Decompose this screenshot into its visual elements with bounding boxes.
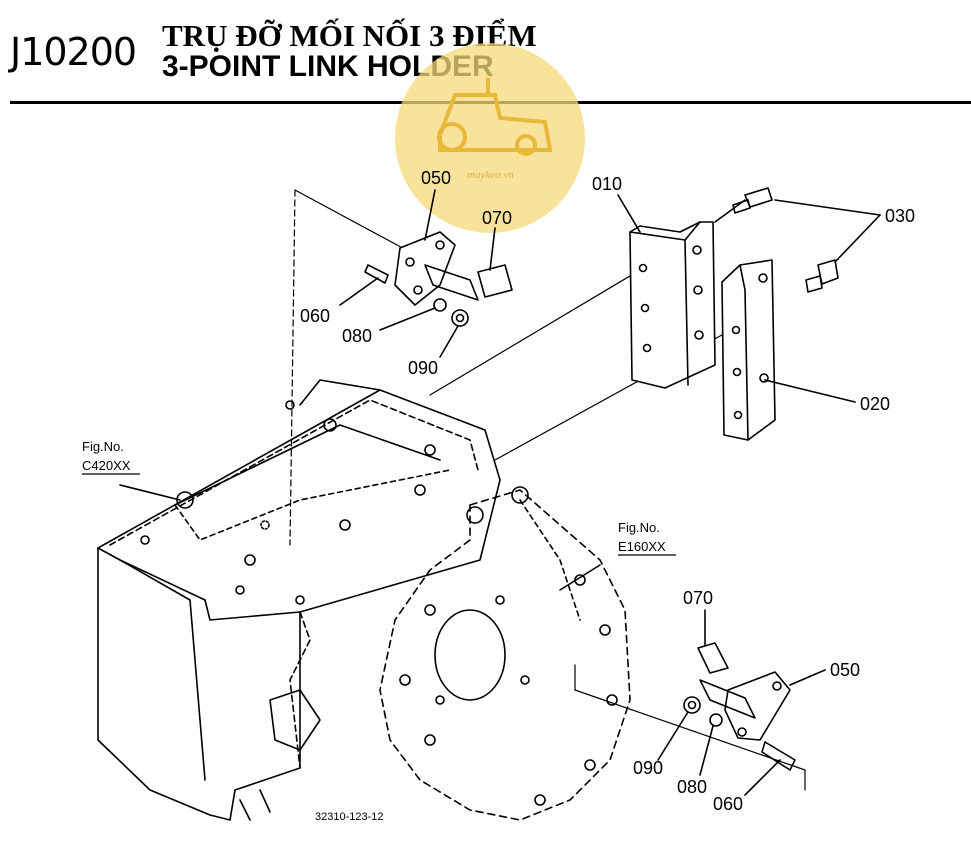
part-label-010: 010 bbox=[592, 174, 622, 194]
diagram-code: J10200 bbox=[10, 30, 137, 74]
part-label-030: 030 bbox=[885, 206, 915, 226]
part-label-070-bottom: 070 bbox=[683, 588, 713, 608]
watermark-text: maykeo.vn bbox=[467, 169, 514, 181]
bolt-030-a bbox=[732, 187, 773, 214]
bolt-030-b bbox=[805, 259, 839, 293]
part-label-070-top: 070 bbox=[482, 208, 512, 228]
drawing-number: 32310-123-12 bbox=[315, 811, 384, 823]
part-label-090-bottom: 090 bbox=[633, 758, 663, 778]
fig-ref-e160-code: E160XX bbox=[618, 539, 666, 554]
part-label-080-bottom: 080 bbox=[677, 777, 707, 797]
leader-line bbox=[429, 269, 641, 396]
top-link-assembly bbox=[364, 231, 513, 327]
transmission-housing bbox=[97, 379, 501, 821]
part-label-080-top: 080 bbox=[342, 326, 372, 346]
fig-ref-c420-code: C420XX bbox=[82, 458, 131, 473]
bottom-link-assembly bbox=[683, 642, 796, 771]
fig-ref-c420-label: Fig.No. bbox=[82, 439, 124, 454]
part-label-060-top: 060 bbox=[300, 306, 330, 326]
part-label-090-top: 090 bbox=[408, 358, 438, 378]
bracket-010 bbox=[629, 221, 716, 389]
part-label-060-bottom: 060 bbox=[713, 794, 743, 814]
part-label-020: 020 bbox=[860, 394, 890, 414]
fig-ref-e160-label: Fig.No. bbox=[618, 520, 660, 535]
bracket-020 bbox=[721, 259, 776, 441]
part-label-050-top: 050 bbox=[421, 168, 451, 188]
clutch-housing bbox=[269, 486, 631, 821]
part-label-050-bottom: 050 bbox=[830, 660, 860, 680]
watermark-logo: maykeo.vn bbox=[395, 43, 585, 233]
